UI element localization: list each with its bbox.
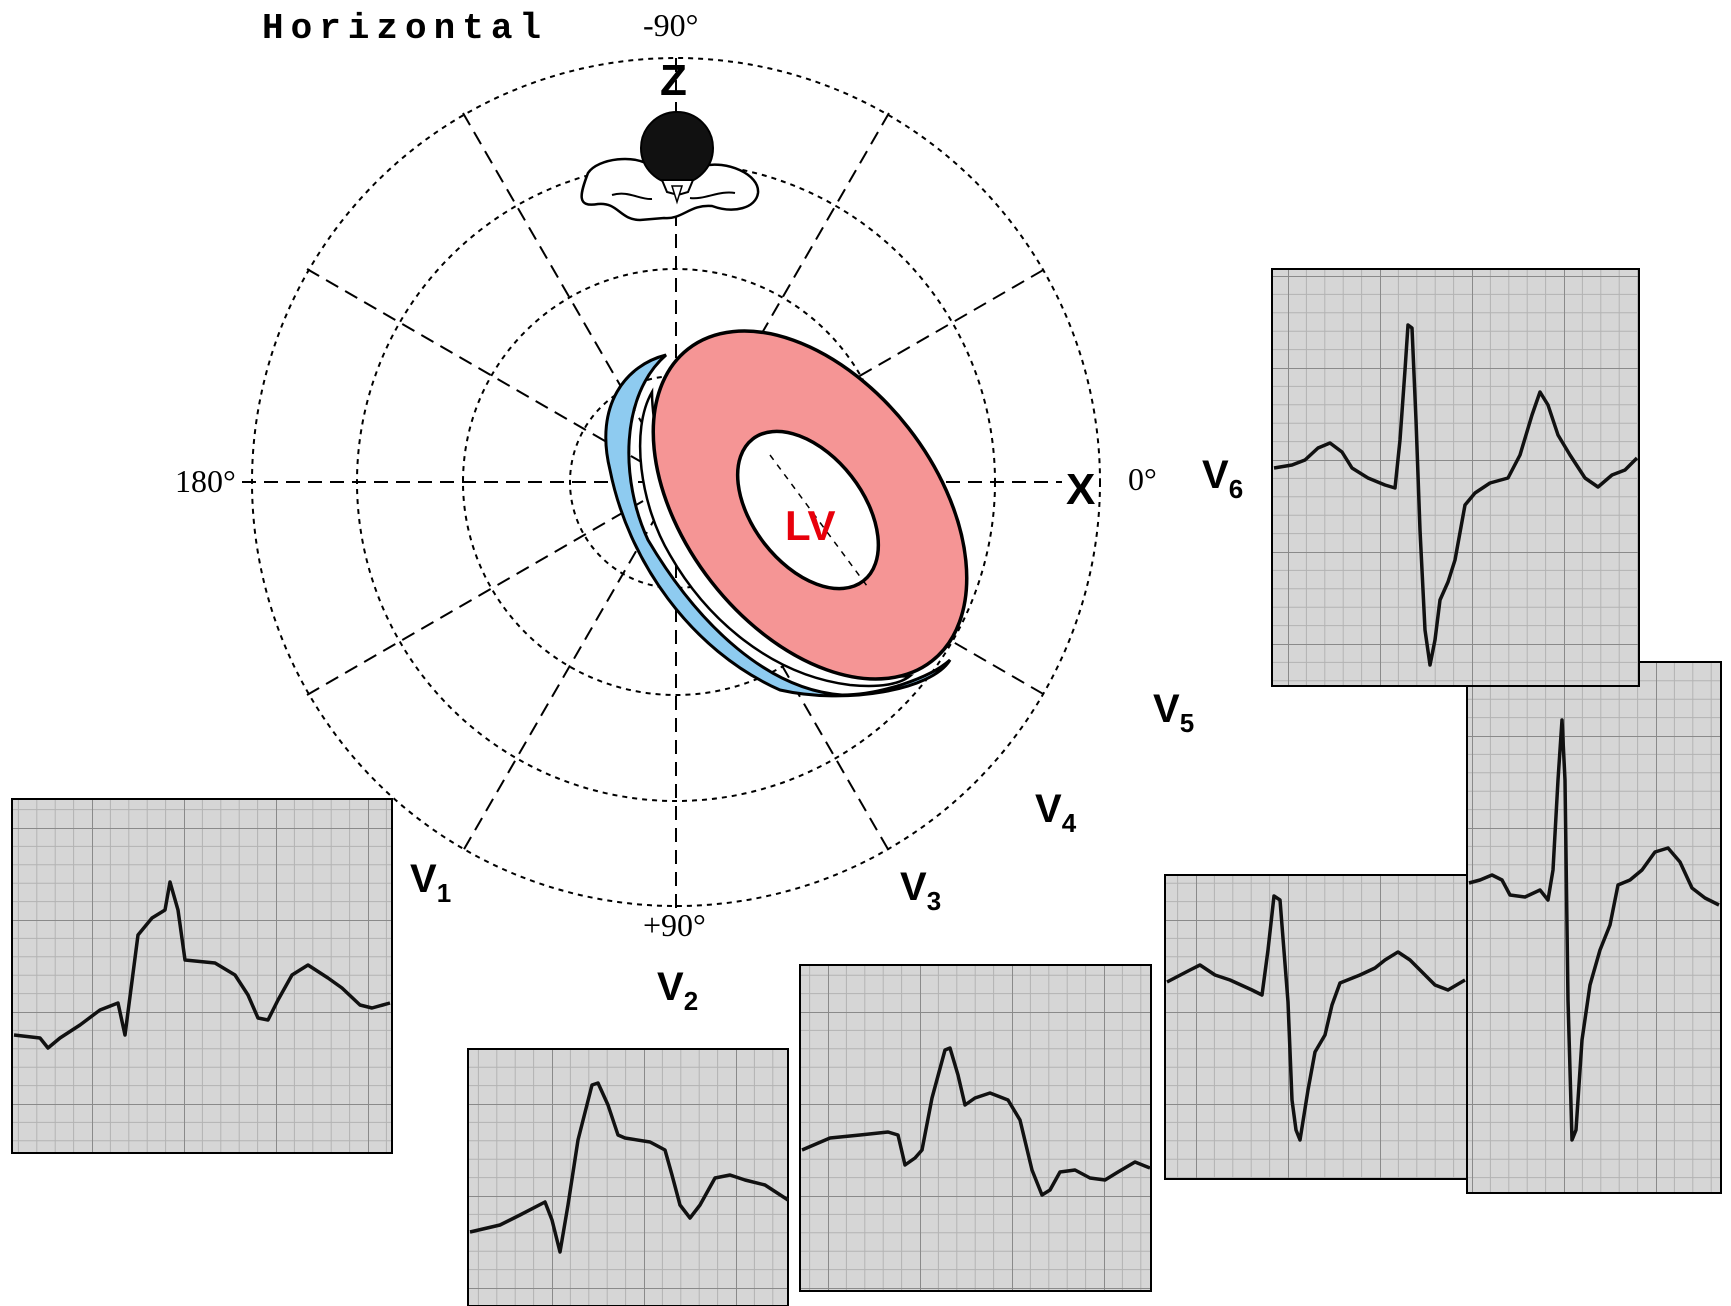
ecg-strip-v1 [11, 798, 393, 1154]
lead-label-v5: V5 [1153, 687, 1194, 738]
ecg-strip-v2 [467, 1048, 789, 1306]
angle-top-label: -90° [643, 7, 698, 43]
z-axis-label: Z [660, 56, 687, 105]
ecg-strip-v6 [1271, 268, 1640, 687]
head-figure-icon [580, 111, 760, 222]
lead-label-v3: V3 [900, 865, 941, 916]
lead-label-v2: V2 [657, 965, 698, 1016]
ecg-strip-v3 [799, 964, 1152, 1292]
heart-cross-section: LV [604, 329, 969, 698]
ecg-strip-v4 [1164, 874, 1468, 1180]
lead-label-v6: V6 [1202, 453, 1243, 504]
angle-bottom-label: +90° [643, 907, 706, 943]
lead-label-v4: V4 [1035, 787, 1077, 838]
rv-wall [604, 353, 952, 698]
lead-label-v1: V1 [410, 857, 451, 908]
lead-labels: V1 V2 V3 V4 V5 V6 [410, 453, 1243, 1016]
x-axis-label: X [1066, 465, 1095, 514]
lv-label: LV [785, 502, 836, 549]
angle-right-label: 0° [1128, 461, 1157, 497]
angle-left-label: 180° [175, 463, 236, 499]
diagram-title: Horizontal [262, 8, 548, 49]
ecg-strip-v5 [1466, 661, 1722, 1194]
